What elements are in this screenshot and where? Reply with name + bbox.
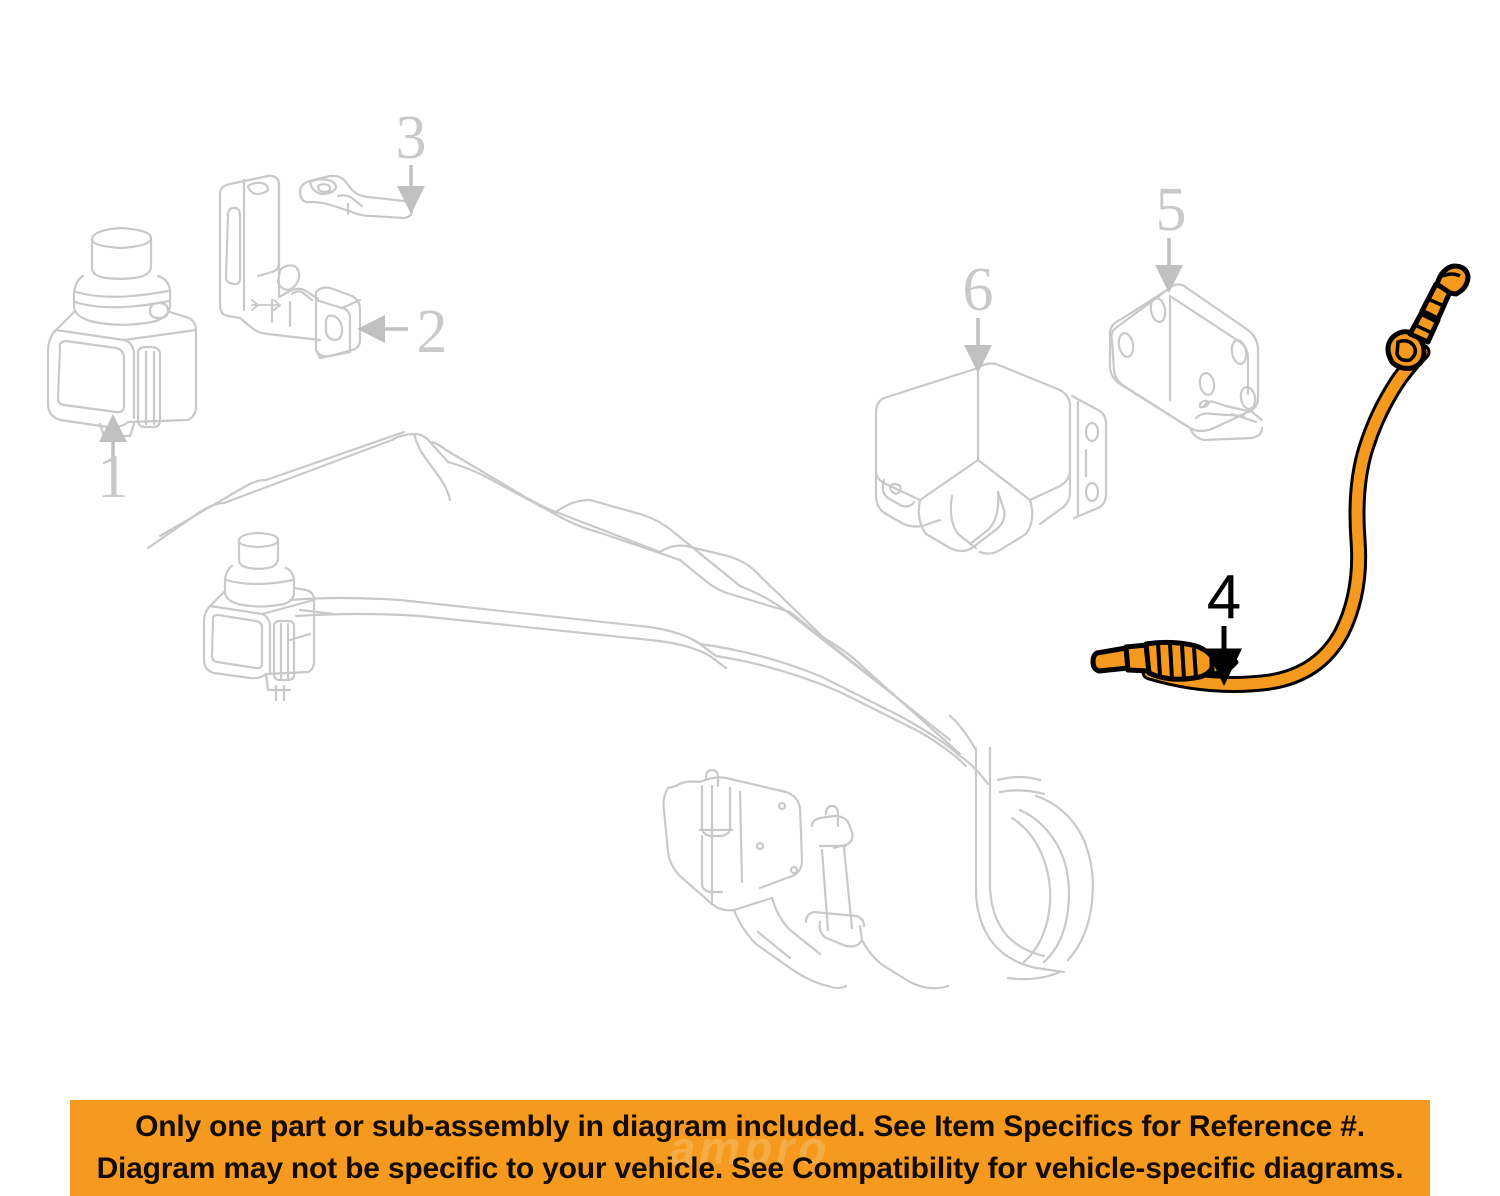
callout-label-4: 4 xyxy=(1207,563,1241,632)
part-2-bracket xyxy=(218,174,362,360)
callout-label-6: 6 xyxy=(963,256,994,324)
callout-label-1: 1 xyxy=(98,443,129,511)
disclaimer-line-1: Only one part or sub-assembly in diagram… xyxy=(135,1110,1365,1143)
part-6-cover xyxy=(874,362,1108,555)
callout-label-3: 3 xyxy=(396,104,427,172)
callout-label-2: 2 xyxy=(417,298,448,366)
part-3-clip xyxy=(298,174,414,220)
part-5-bracket xyxy=(1108,283,1264,442)
part-4-cruise-control-cable xyxy=(1090,263,1471,693)
callout-label-5: 5 xyxy=(1156,176,1187,244)
callout-labels-group: 1 2 3 4 5 6 xyxy=(98,104,1242,632)
part-1-actuator xyxy=(46,226,198,438)
vehicle-linework-group xyxy=(46,174,1264,990)
disclaimer-banner: ampro Only one part or sub-assembly in d… xyxy=(70,1100,1430,1196)
vehicle-body-outline xyxy=(146,430,1094,990)
disclaimer-line-2: Diagram may not be specific to your vehi… xyxy=(96,1152,1404,1185)
callout-arrows-group xyxy=(99,165,1242,686)
